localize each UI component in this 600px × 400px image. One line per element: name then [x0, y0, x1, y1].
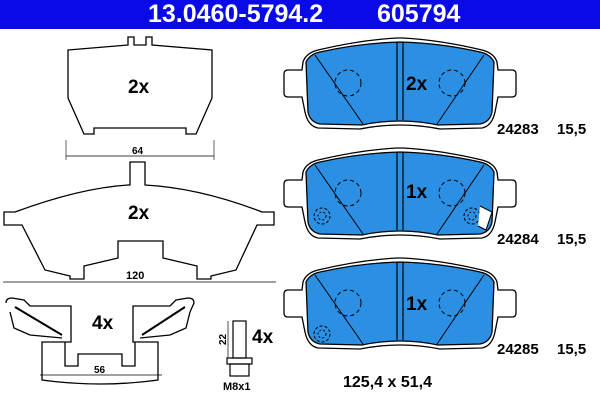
pad-3-wva: 24285	[497, 341, 539, 358]
pad-1-thickness: 15,5	[557, 121, 586, 138]
pad-2-thickness: 15,5	[557, 231, 586, 248]
shim-bottom-dimension: 120	[126, 270, 144, 282]
article-number: 13.0460-5794.2	[148, 0, 324, 28]
pad-3-thickness: 15,5	[557, 341, 586, 358]
brake-pad-2	[283, 147, 517, 240]
pad-2-quantity: 1x	[406, 182, 428, 203]
shim-bottom	[3, 161, 276, 283]
bolt-thread: M8x1	[223, 381, 251, 393]
clip-quantity: 4x	[92, 313, 114, 334]
shim-bottom-quantity: 2x	[128, 203, 150, 224]
retaining-clip	[5, 297, 195, 385]
header-bar: 13.0460-5794.2 605794	[0, 0, 600, 29]
pad-3-quantity: 1x	[406, 294, 428, 315]
clip-dimension: 56	[94, 365, 106, 376]
bolt	[226, 320, 253, 377]
pad-1-quantity: 2x	[406, 74, 428, 95]
pad-1-wva: 24283	[497, 121, 539, 138]
pad-2-wva: 24284	[497, 231, 539, 248]
pad-dimensions: 125,4 x 51,4	[343, 374, 432, 391]
brake-pad-3	[283, 257, 517, 350]
shim-top	[65, 36, 215, 160]
shim-top-dimension: 64	[132, 146, 144, 157]
brake-pad-1	[283, 37, 517, 130]
bolt-quantity: 4x	[252, 327, 274, 348]
shim-top-quantity: 2x	[128, 77, 150, 98]
reference-number: 605794	[377, 0, 461, 28]
bolt-length: 22	[218, 333, 229, 345]
